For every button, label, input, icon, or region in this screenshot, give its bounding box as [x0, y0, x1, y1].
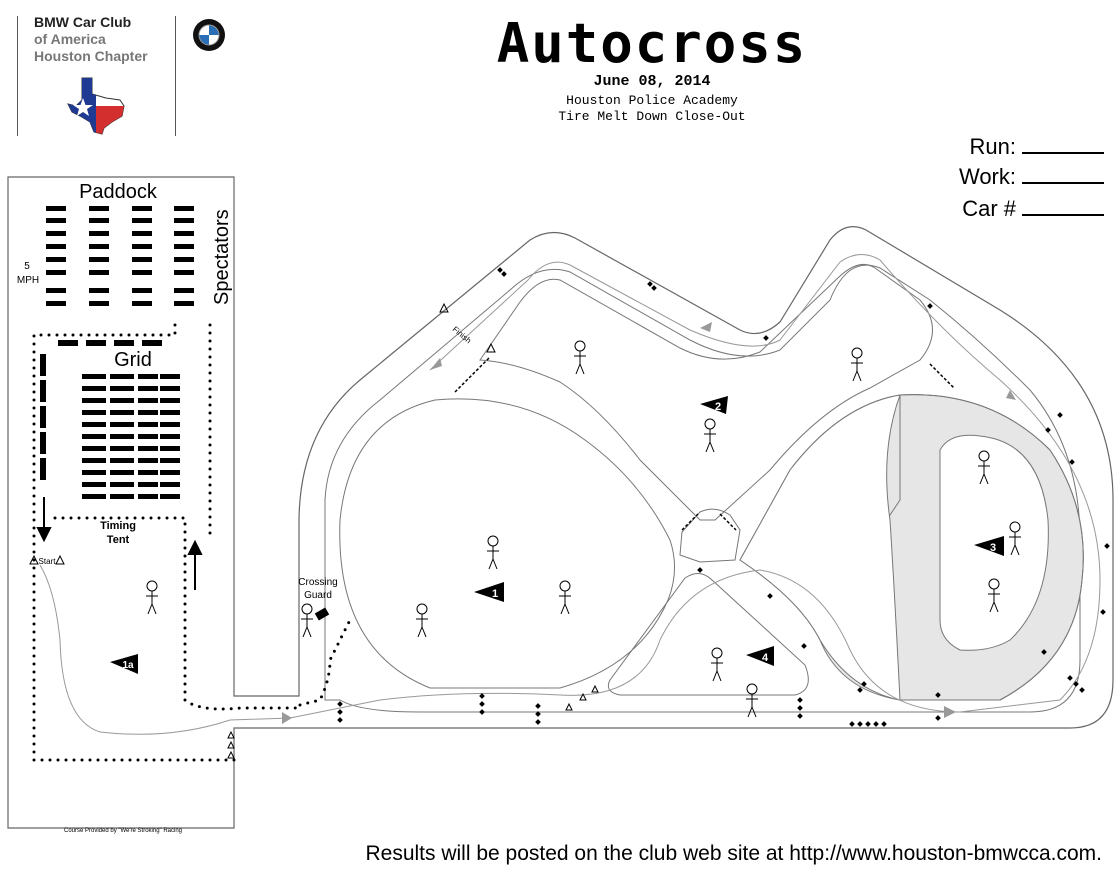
- crossing-guard-box: [314, 607, 330, 621]
- worker-figure: [146, 580, 158, 615]
- worker-figure: [978, 450, 990, 485]
- club-name: BMW Car Club of America Houston Chapter: [34, 14, 148, 65]
- workers: [146, 340, 1021, 718]
- station-marker-1: [474, 582, 504, 602]
- worker-figure: [416, 603, 428, 638]
- work-label: Work:: [958, 164, 1016, 189]
- start-cones: [29, 554, 65, 565]
- worker-figure: [851, 347, 863, 382]
- club-name-line2: of America: [34, 31, 106, 47]
- worker-figure: [301, 603, 313, 638]
- speed-limit-unit: MPH: [17, 275, 39, 286]
- worker-figure: [559, 580, 571, 615]
- worker-figure: [711, 647, 723, 682]
- event-venue: Houston Police Academy: [566, 93, 738, 108]
- center-crossover: [679, 508, 741, 563]
- worker-figure: [487, 535, 499, 570]
- paddock-label: Paddock: [79, 181, 158, 203]
- run-blank: [1022, 138, 1104, 154]
- car-number-blank: [1022, 200, 1104, 216]
- direction-arrow-icon: [282, 712, 292, 724]
- worker-figure: [988, 578, 1000, 613]
- worker-figure: [746, 683, 758, 718]
- grid-label: Grid: [114, 349, 152, 371]
- club-name-line3: Houston Chapter: [34, 48, 148, 64]
- car-number-field: Car #: [962, 196, 1104, 222]
- station-label-2: 2: [715, 401, 721, 413]
- texas-flag-logo: [67, 77, 125, 135]
- station-marker-3: [974, 536, 1004, 556]
- worker-figure: [574, 340, 586, 375]
- timing-tent-label-line2: Tent: [107, 534, 130, 546]
- triangle-island: [607, 573, 809, 696]
- lot-outline: [7, 176, 1114, 829]
- station-label-1a: 1a: [122, 660, 134, 671]
- station-label-3: 3: [990, 542, 996, 554]
- paddock-parking: [46, 206, 194, 306]
- finish-label: Finish: [451, 325, 473, 346]
- direction-arrow-icon: [1006, 390, 1016, 400]
- worker-stations: [110, 396, 1004, 674]
- timing-tent-label-line1: Timing: [100, 520, 136, 532]
- crossing-guard-label-line1: Crossing: [298, 577, 337, 588]
- direction-arrow-icon: [700, 322, 712, 332]
- station-label-1: 1: [492, 588, 498, 600]
- header-divider-right: [175, 16, 176, 136]
- run-label: Run:: [969, 134, 1016, 159]
- club-name-line1: BMW Car Club: [34, 14, 132, 30]
- run-field: Run:: [970, 134, 1104, 160]
- worker-figure: [1009, 521, 1021, 556]
- finish-arrow-icon: [430, 358, 442, 370]
- station-marker-1a: [110, 654, 138, 674]
- upper-island: [479, 263, 933, 521]
- spectators-label: Spectators: [211, 209, 233, 305]
- results-notice: Results will be posted on the club web s…: [365, 842, 1102, 865]
- grid-parking: [40, 340, 180, 499]
- down-arrow-icon: [36, 527, 52, 543]
- driving-line: [39, 254, 1101, 735]
- event-name: Tire Melt Down Close-Out: [558, 109, 746, 124]
- crossing-guard-label-line2: Guard: [304, 590, 332, 601]
- slaloms: [454, 356, 955, 531]
- cones: [337, 267, 1110, 727]
- bmw-roundel-logo: [193, 19, 225, 51]
- speed-limit-number: 5: [24, 261, 30, 272]
- station-marker-2: [700, 396, 728, 414]
- direction-arrow-icon: [944, 706, 956, 718]
- header-divider-left: [17, 16, 18, 136]
- dotted-fences: [32, 323, 352, 762]
- event-date: June 08, 2014: [593, 73, 711, 90]
- course-outer-line: [324, 264, 1081, 713]
- small-cones: [227, 684, 599, 759]
- worker-figure: [704, 418, 716, 453]
- station-marker-4: [746, 646, 774, 666]
- up-arrow-icon: [187, 539, 203, 555]
- course-credit: Course Provided by "We're Stroking" Raci…: [64, 828, 183, 834]
- finish-cones: [439, 302, 496, 353]
- work-blank: [1022, 168, 1104, 184]
- start-label: Start: [39, 557, 57, 566]
- car-number-label: Car #: [962, 196, 1016, 221]
- paddock-arrows: [36, 497, 203, 590]
- station-label-4: 4: [762, 652, 769, 664]
- work-field: Work:: [959, 164, 1104, 190]
- page-title: Autocross: [496, 12, 808, 75]
- left-circle: [339, 398, 675, 689]
